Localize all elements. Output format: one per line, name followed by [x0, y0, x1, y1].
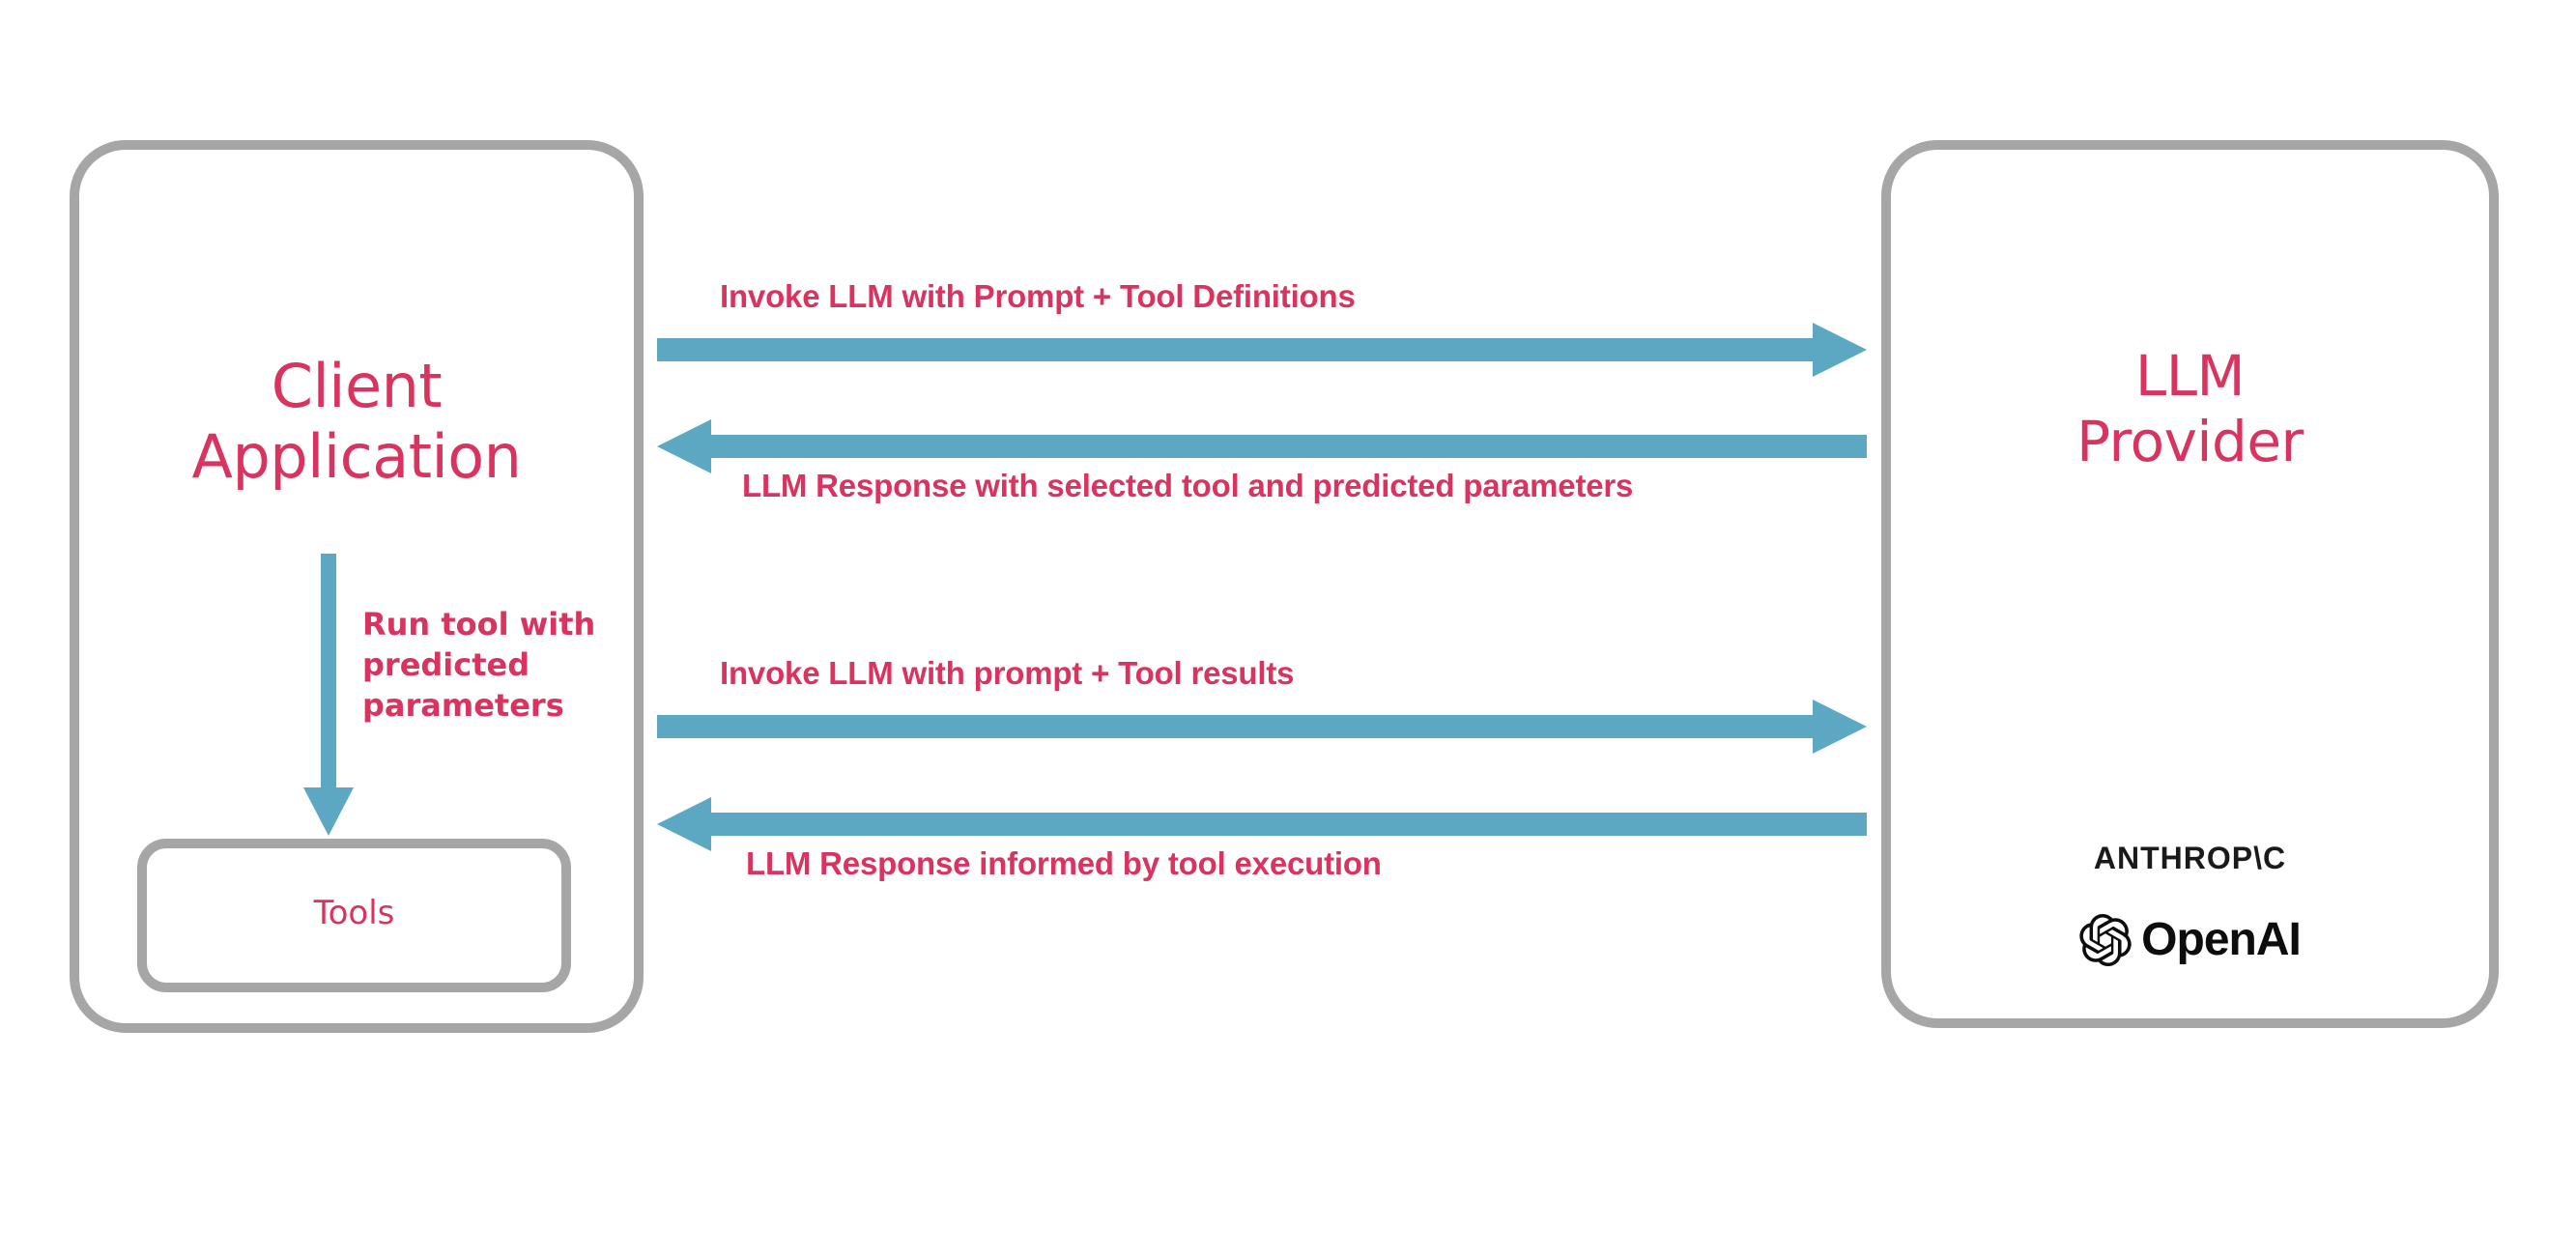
anthropic-wordmark: ANTHROP\C — [2093, 841, 2287, 875]
openai-wordmark: OpenAI — [2141, 914, 2302, 965]
flow-invoke-2-arrow-right-icon — [657, 700, 1867, 758]
flow-response-2-label: LLM Response informed by tool execution — [746, 845, 1382, 881]
run-tool-label: Run tool with predicted parameters — [362, 606, 596, 725]
flow-response-2-arrow-left-icon — [657, 797, 1867, 855]
flow-invoke-1-label: Invoke LLM with Prompt + Tool Definition… — [720, 278, 1356, 314]
flow-response-1-label: LLM Response with selected tool and pred… — [742, 468, 1634, 503]
llm-provider-box — [1881, 140, 2499, 1028]
tools-label: Tools — [313, 894, 395, 932]
client-application-label: Client Application — [191, 351, 522, 493]
flow-response-1-arrow-left-icon — [657, 419, 1867, 477]
openai-flower-icon — [2079, 913, 2132, 966]
openai-logo: OpenAI — [1881, 913, 2499, 966]
flow-invoke-2-label: Invoke LLM with prompt + Tool results — [720, 655, 1295, 691]
flow-invoke-1-arrow-right-icon — [657, 323, 1867, 381]
run-tool-arrow-down-icon — [303, 554, 354, 836]
llm-provider-label: LLM Provider — [2076, 343, 2304, 475]
client-application-box — [70, 140, 644, 1033]
tools-box — [137, 839, 571, 992]
